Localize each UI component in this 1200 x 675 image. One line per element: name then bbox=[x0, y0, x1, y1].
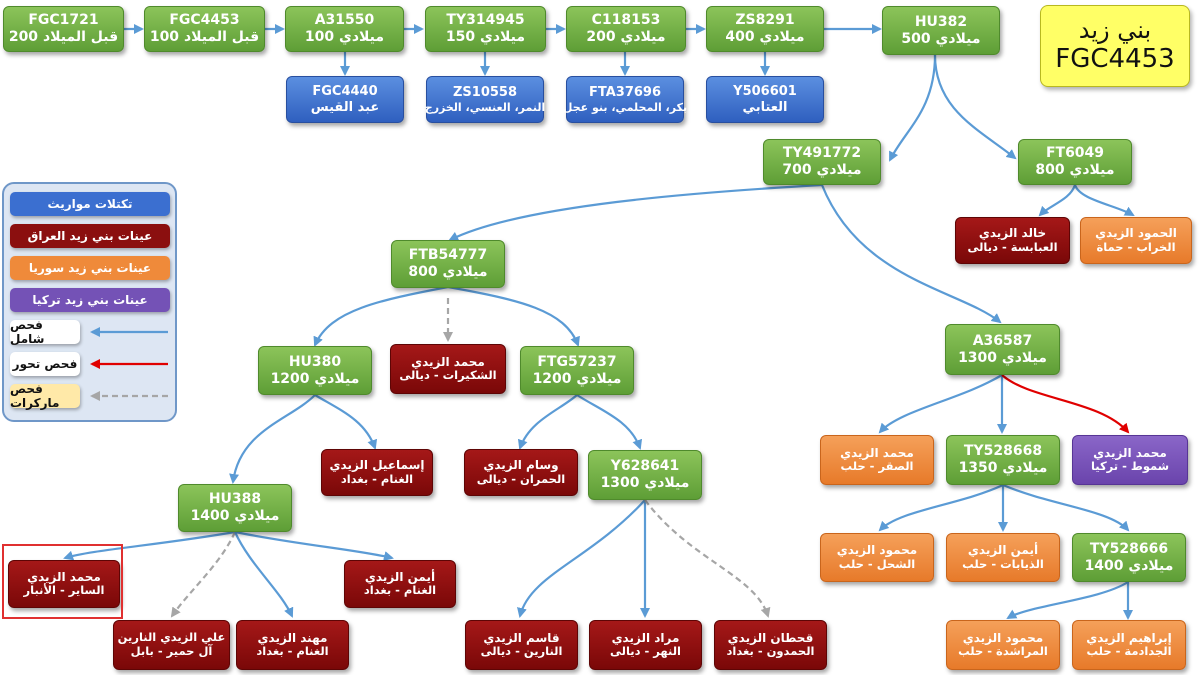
edge bbox=[889, 54, 937, 162]
edge bbox=[517, 499, 646, 618]
edge bbox=[63, 530, 236, 561]
title-code: FGC4453 bbox=[1055, 43, 1175, 74]
edge bbox=[314, 394, 378, 450]
legend-syria: عينات بني زيد سوريا bbox=[10, 256, 170, 280]
legend-line-samples bbox=[90, 327, 168, 401]
highlight-frame bbox=[2, 544, 123, 619]
edge bbox=[448, 183, 823, 241]
legend-full-test: فحص شامل bbox=[10, 318, 80, 346]
legend-turkey: عينات بني زيد تركيا bbox=[10, 288, 170, 312]
edge bbox=[933, 54, 1017, 160]
legend: تكتلات مواريث عينات بني زيد العراق عينات… bbox=[2, 182, 177, 422]
diagram-title: بني زيد FGC4453 bbox=[1040, 5, 1190, 87]
edge bbox=[1073, 184, 1135, 216]
edge bbox=[233, 531, 294, 618]
title-arabic: بني زيد bbox=[1078, 16, 1152, 45]
edge bbox=[878, 374, 1003, 434]
edge bbox=[1002, 483, 1130, 532]
legend-markers-test: فحص ماركرات bbox=[10, 382, 80, 410]
edge bbox=[820, 184, 1002, 324]
legend-iraq: عينات بني زيد العراق bbox=[10, 224, 170, 248]
edge bbox=[878, 484, 1004, 532]
edge bbox=[170, 531, 237, 618]
edge bbox=[447, 285, 580, 347]
edge bbox=[234, 530, 394, 561]
edge bbox=[1001, 374, 1130, 434]
legend-clusters: تكتلات مواريث bbox=[10, 192, 170, 216]
edge bbox=[644, 499, 771, 618]
legend-snp-test: فحص تحور bbox=[10, 352, 80, 376]
edge bbox=[517, 394, 578, 450]
edge bbox=[229, 394, 316, 484]
edge bbox=[313, 285, 449, 347]
edge bbox=[576, 394, 643, 450]
edge bbox=[1006, 581, 1129, 620]
edge bbox=[1038, 184, 1077, 217]
